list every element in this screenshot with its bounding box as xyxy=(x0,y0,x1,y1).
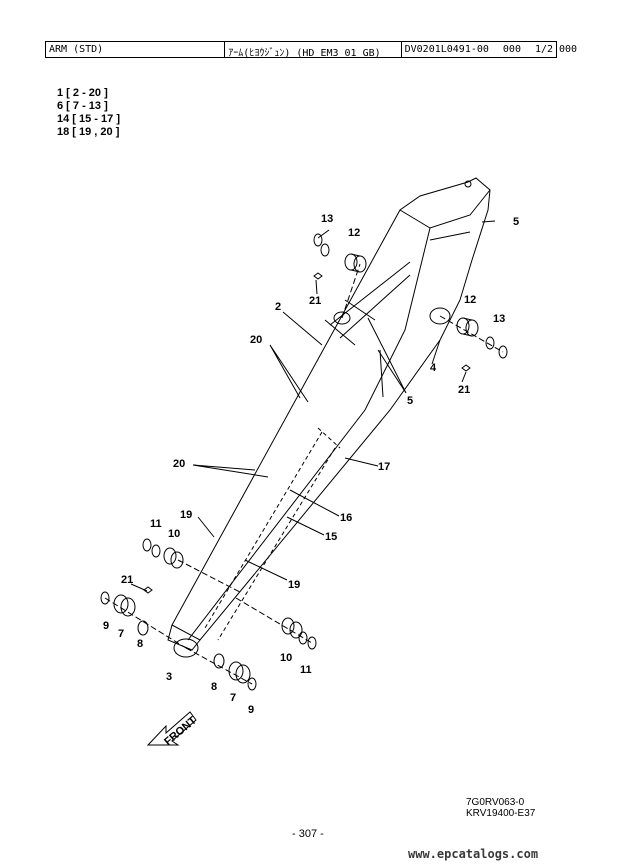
pin-hole xyxy=(464,180,472,188)
callout: 5 xyxy=(407,395,413,407)
bushing-7b xyxy=(228,661,251,684)
range-line: 18 [ 19 , 20 ] xyxy=(57,126,120,138)
front-arrow: FRONT xyxy=(146,711,199,748)
bracket-pin-hole xyxy=(333,311,351,325)
range-line: 14 [ 15 - 17 ] xyxy=(57,113,120,125)
callout: 17 xyxy=(378,461,390,473)
callout: 10 xyxy=(168,528,180,540)
callout: 12 xyxy=(348,227,360,239)
callout: 13 xyxy=(321,213,333,225)
hidden-plate xyxy=(204,431,323,629)
callout: 20 xyxy=(250,334,262,346)
callout: 2 xyxy=(275,301,281,313)
hidden-plate-end xyxy=(317,427,341,449)
callout: 4 xyxy=(430,362,437,374)
callout: 20 xyxy=(173,458,185,470)
callout: 13 xyxy=(493,313,505,325)
site-watermark[interactable]: www.epcatalogs.com xyxy=(408,847,539,861)
header-table: ARM (STD) ｱｰﾑ(ﾋﾖｳｼﾞｭﾝ) (HD EM3 01 GB) DV… xyxy=(45,41,557,58)
lower-bushing-10a xyxy=(163,547,184,569)
assembly-ranges: 1 [ 2 - 20 ] 6 [ 7 - 13 ] 14 [ 15 - 17 ]… xyxy=(57,87,120,139)
range-line: 1 [ 2 - 20 ] xyxy=(57,87,108,99)
doc-code: DV0201L0491-00 xyxy=(404,44,489,55)
callout: 8 xyxy=(211,681,217,693)
drawing-number: 7G0RV063-0 xyxy=(466,797,525,808)
callout: 12 xyxy=(464,294,476,306)
callout: 21 xyxy=(121,574,133,586)
arm-body xyxy=(167,177,491,658)
arm-side-edge xyxy=(187,227,431,641)
callout: 7 xyxy=(118,628,124,640)
callout: 9 xyxy=(248,704,254,716)
collar-8a xyxy=(137,620,149,636)
drawing-reference: 7G0RV063-0 KRV19400-E37 xyxy=(466,797,535,819)
leader-lines xyxy=(130,220,496,592)
callout-numbers: 13 12 21 5 2 12 13 4 21 20 5 17 20 16 15… xyxy=(103,213,519,716)
callout: 10 xyxy=(280,652,292,664)
header-tail-code: 000 xyxy=(559,44,578,55)
arm-ribs xyxy=(329,231,471,398)
hidden-plate xyxy=(217,447,336,641)
upper-shims-13b xyxy=(485,336,508,359)
sheet-number: 1/2 xyxy=(534,44,554,55)
upper-bushing-12a xyxy=(344,253,367,273)
bucket-pin-boss xyxy=(429,307,451,325)
part-name-cell: ARM (STD) xyxy=(46,42,226,57)
boom-pin-boss xyxy=(173,638,199,658)
lower-shims-11b xyxy=(298,631,317,650)
callout: 5 xyxy=(513,216,519,228)
centerlines xyxy=(104,263,504,685)
arm-top-edge xyxy=(399,189,491,229)
drawing-revision: KRV19400-E37 xyxy=(466,808,536,819)
range-line: 6 [ 7 - 13 ] xyxy=(57,100,108,112)
part-name-jp-cell: ｱｰﾑ(ﾋﾖｳｼﾞｭﾝ) (HD EM3 01 GB) xyxy=(225,42,402,57)
callout: 9 xyxy=(103,620,109,632)
callout: 11 xyxy=(300,664,312,676)
grease-fittings-21 xyxy=(143,272,471,594)
lower-shims-11a xyxy=(142,538,161,558)
arm-outline xyxy=(171,177,491,641)
upper-shims-13a xyxy=(313,233,330,257)
doc-code-cell: DV0201L0491-00 000 1/2 xyxy=(402,42,556,57)
callout: 8 xyxy=(137,638,143,650)
callout: 21 xyxy=(458,384,470,396)
revision: 000 xyxy=(502,44,521,55)
seal-9a xyxy=(100,591,110,605)
page-number: - 307 - xyxy=(292,828,324,840)
collar-8b xyxy=(213,653,225,669)
callout: 7 xyxy=(230,692,236,704)
arm-bracket xyxy=(324,299,376,346)
callout: 15 xyxy=(325,531,337,543)
callout: 19 xyxy=(288,579,300,591)
arm-tip xyxy=(167,624,201,651)
callout: 3 xyxy=(166,671,172,683)
callout: 19 xyxy=(180,509,192,521)
seal-9b xyxy=(247,677,257,691)
lower-bushing-10b xyxy=(281,617,303,639)
callout: 16 xyxy=(340,512,352,524)
callout: 11 xyxy=(150,518,162,530)
callout: 21 xyxy=(309,295,321,307)
